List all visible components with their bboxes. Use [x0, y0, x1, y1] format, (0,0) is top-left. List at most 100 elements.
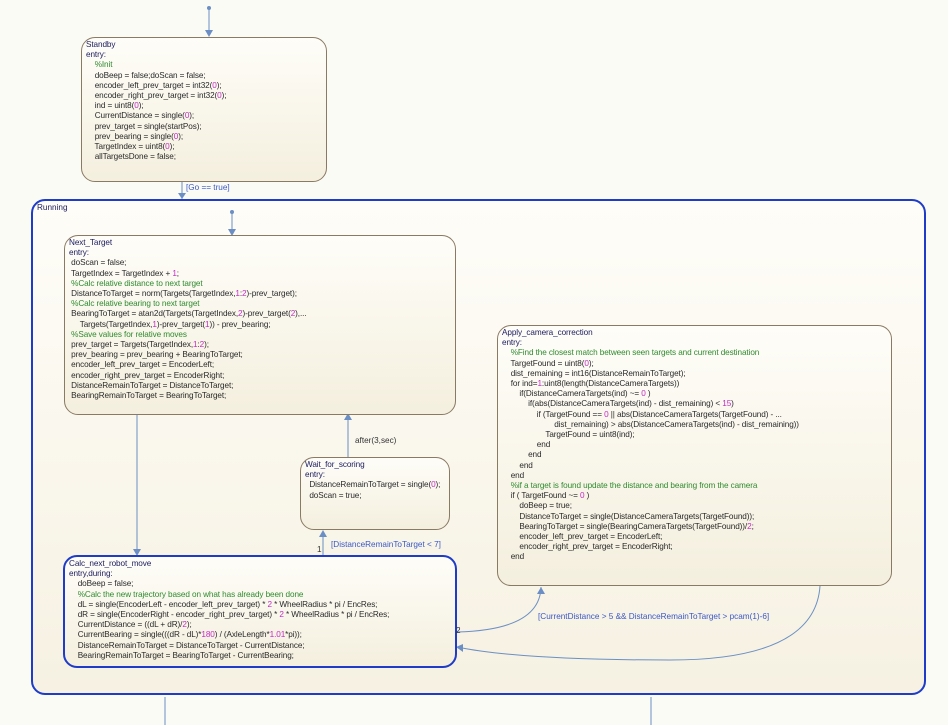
code-text: encoder_left_prev_target = EncoderLeft; [69, 360, 215, 370]
code-line: if (TargetFound == 0 || abs(DistanceCame… [502, 410, 887, 420]
code-text: end [502, 450, 542, 460]
state-wait-for-scoring[interactable]: Wait_for_scoring entry: DistanceRemainTo… [300, 457, 450, 530]
code-text: || abs(DistanceCameraTargets(TargetFound… [608, 409, 782, 419]
code-text: TargetFound = uint8( [502, 358, 585, 368]
code-text: ); [435, 480, 441, 490]
code-text: DistanceToTarget = norm(Targets(TargetIn… [69, 289, 236, 299]
code-text: BearingRemainToTarget = BearingToTarget; [69, 391, 227, 401]
code-line: end [502, 471, 887, 481]
code-comment: %if a target is found update the distanc… [502, 481, 758, 491]
code-text: if(DistanceCameraTargets(ind) ~= [502, 389, 642, 399]
code-number: 2 [267, 599, 272, 609]
code-comment: %Init [86, 60, 113, 70]
transition-label-remain[interactable]: [DistanceRemainToTarget < 7] [331, 540, 441, 549]
state-standby[interactable]: Standby entry: %Init doBeep = false;doSc… [81, 37, 327, 182]
code-line: TargetIndex = uint8(0); [86, 142, 322, 152]
code-line: DistanceRemainToTarget = single(0); [305, 480, 445, 490]
code-text: doScan = true; [305, 490, 362, 500]
code-line: ind = uint8(0); [86, 101, 322, 111]
code-line: doScan = false; [69, 258, 451, 268]
code-text: ); [216, 80, 222, 90]
code-number: 2 [238, 309, 243, 319]
code-text: BearingToTarget = single(BearingCameraTa… [502, 521, 748, 531]
code-line: CurrentDistance = ((dL + dR)/2); [69, 620, 451, 630]
code-number: 0 [134, 101, 139, 111]
state-name: Running [37, 203, 68, 212]
state-next-target[interactable]: Next_Target entry: doScan = false; Targe… [64, 235, 456, 415]
code-line: DistanceToTarget = norm(Targets(TargetIn… [69, 289, 451, 299]
code-line: end [502, 440, 887, 450]
code-text: encoder_right_prev_target = EncoderRight… [69, 370, 225, 380]
code-line: doScan = true; [305, 491, 445, 501]
code-text: ); [169, 142, 175, 152]
code-text: encoder_left_prev_target = EncoderLeft; [502, 532, 663, 542]
code-text: ind = uint8( [86, 101, 135, 111]
code-line: entry: [69, 248, 451, 258]
code-number: 0 [173, 131, 179, 141]
code-line: if ( TargetFound ~= 0 ) [502, 491, 887, 501]
code-line: Targets(TargetIndex,1)-prev_target(1)) -… [69, 320, 451, 330]
code-comment: %Calc relative distance to next target [69, 278, 203, 288]
code-number: 1.01 [269, 630, 286, 640]
state-name: Apply_camera_correction [502, 328, 593, 337]
code-text: BearingRemainToTarget = BearingToTarget … [69, 650, 294, 660]
code-line: TargetFound = uint8(0); [502, 359, 887, 369]
code-number: 1 [205, 319, 210, 329]
code-number: 0 [584, 358, 589, 368]
default-transition-arrow [205, 30, 213, 37]
code-text: ) [584, 491, 590, 501]
code-text: CurrentDistance = single( [86, 111, 185, 121]
code-number: 2 [279, 610, 284, 620]
code-number: 0 [641, 389, 646, 399]
code-number: 0 [165, 142, 170, 152]
state-calc-next-robot-move[interactable]: Calc_next_robot_move entry,during: doBee… [63, 555, 457, 668]
state-name: Next_Target [69, 238, 113, 247]
code-line: encoder_right_prev_target = EncoderRight… [69, 371, 451, 381]
code-line: doBeep = false;doScan = false; [86, 71, 322, 81]
code-text: DistanceToTarget = single(DistanceCamera… [502, 511, 755, 521]
code-line: DistanceToTarget = single(DistanceCamera… [502, 512, 887, 522]
state-apply-camera-correction[interactable]: Apply_camera_correction entry: %Find the… [497, 325, 892, 586]
transition-label-after[interactable]: after(3,sec) [355, 436, 397, 445]
code-number: 1 [193, 340, 198, 350]
code-action-label: entry: [305, 470, 325, 480]
code-line: entry: [305, 470, 445, 480]
code-line: for ind=1:uint8(length(DistanceCameraTar… [502, 379, 887, 389]
code-text: end [502, 460, 533, 470]
transition-label-go[interactable]: [Go == true] [186, 183, 230, 192]
code-action-label: entry,during: [69, 569, 113, 579]
state-name: Wait_for_scoring [305, 460, 365, 469]
code-text: dL = single(EncoderLeft - encoder_left_p… [69, 599, 268, 609]
code-text: if ( TargetFound ~= [502, 491, 581, 501]
default-transition-dot [207, 6, 211, 10]
code-comment: %Calc the new trajectory based on what h… [69, 589, 304, 599]
code-text: DistanceRemainToTarget = DistanceToTarge… [69, 380, 234, 390]
code-number: 0 [217, 91, 222, 101]
code-text: DistanceRemainToTarget = DistanceToTarge… [69, 640, 305, 650]
code-text: CurrentBearing = single(((dR - dL)* [69, 630, 202, 640]
code-number: 1 [152, 319, 157, 329]
transition-label-camera[interactable]: [CurrentDistance > 5 && DistanceRemainTo… [538, 612, 770, 621]
code-text: ) [645, 389, 651, 399]
state-code: entry: doScan = false; TargetIndex = Tar… [69, 248, 451, 401]
code-text: encoder_right_prev_target = int32( [86, 91, 218, 101]
code-line: %Init [86, 60, 322, 70]
code-text: ); [189, 111, 195, 121]
state-code: entry: DistanceRemainToTarget = single(0… [305, 470, 445, 501]
code-text: for ind= [502, 379, 538, 389]
state-name: Standby [86, 40, 116, 49]
code-text: ); [204, 340, 209, 350]
code-line: encoder_right_prev_target = EncoderRight… [502, 542, 887, 552]
code-line: BearingToTarget = single(BearingCameraTa… [502, 522, 887, 532]
code-number: 2 [199, 340, 205, 350]
code-action-label: entry: [69, 248, 89, 258]
code-comment: %Save values for relative moves [69, 329, 187, 339]
code-text: doScan = false; [69, 258, 127, 268]
code-line: prev_target = Targets(TargetIndex,1:2); [69, 340, 451, 350]
code-number: 2 [747, 521, 752, 531]
code-line: dR = single(EncoderRight - encoder_right… [69, 610, 451, 620]
code-text: ); [221, 91, 227, 101]
code-line: encoder_left_prev_target = EncoderLeft; [502, 532, 887, 542]
code-action-label: entry: [502, 338, 522, 348]
code-line: end [502, 461, 887, 471]
